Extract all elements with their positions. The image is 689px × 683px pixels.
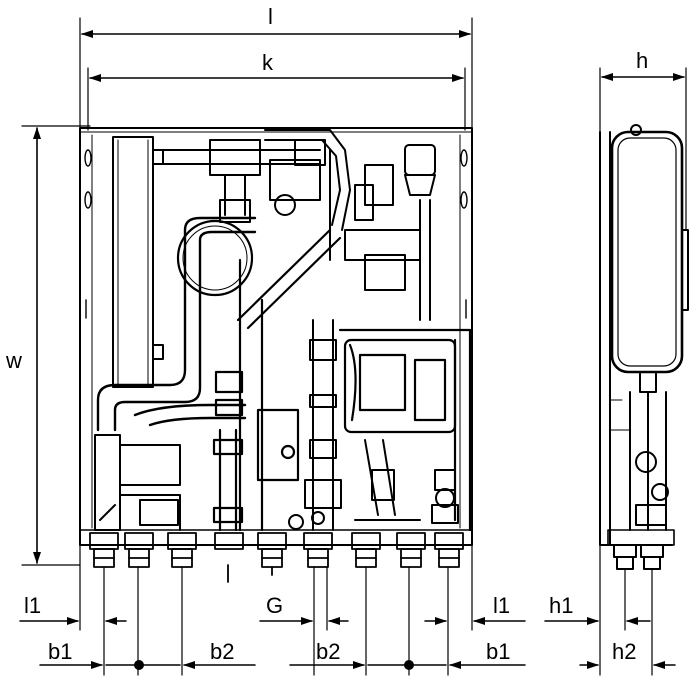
side-dimension-leaders [599,544,653,676]
label-h1: h1 [549,593,574,618]
mounting-hooks [84,149,468,319]
pump-unit [94,434,181,531]
dimension-k [87,67,466,131]
heat-exchanger [112,136,164,388]
burner-fan-unit [338,328,472,532]
boiler-housing-side [599,124,689,570]
label-b2-left: b2 [210,639,235,664]
label-G: G [266,593,284,618]
left-pipes [96,216,257,432]
label-l1-right: l1 [493,593,511,618]
expansion-tank [176,219,254,297]
dimension-h [599,67,687,231]
label-b1-left: b1 [48,639,73,664]
label-h: h [636,48,649,73]
condensate-trap [354,439,421,521]
dimension-chain-dots [134,660,414,670]
boiler-housing-front [79,127,473,546]
top-piping [159,129,351,261]
label-b2-mid: b2 [316,639,341,664]
dimension-l [79,17,473,566]
bottom-dimension-leaders [79,564,473,676]
center-pipes [212,228,342,532]
label-k: k [262,50,273,75]
label-h2: h2 [612,639,637,664]
dimension-w [21,125,91,566]
label-b1-right: b1 [486,639,511,664]
gas-valve-assembly [344,144,436,321]
label-w: w [6,348,22,373]
bottom-connections [89,532,464,583]
middle-pipe [288,319,342,531]
label-l1-left: l1 [24,593,42,618]
right-fittings [431,469,459,524]
label-l: l [268,4,273,29]
